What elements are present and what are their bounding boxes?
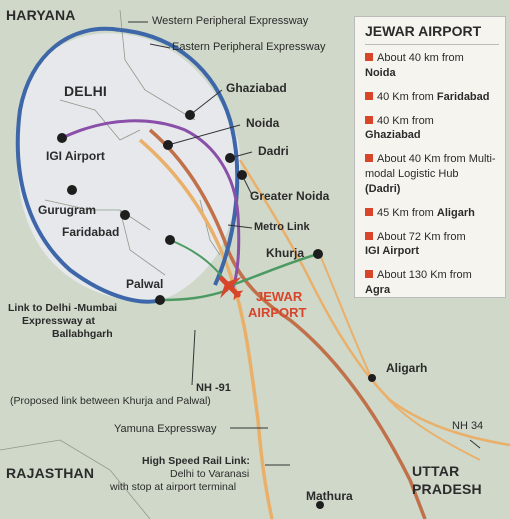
dot-ghaziabad (185, 110, 195, 120)
label-yamuna-expressway: Yamuna Expressway (114, 423, 217, 435)
label-khurja: Khurja (266, 246, 305, 260)
label-jewar-line1: JEWAR (256, 289, 303, 304)
western-peripheral-expressway (15, 26, 161, 304)
label-jewar-line2: AIRPORT (248, 305, 307, 320)
dot-mathura (316, 501, 324, 509)
orange-road-east (238, 159, 510, 447)
dot-khurja (313, 249, 323, 259)
label-ghaziabad: Ghaziabad (226, 81, 287, 95)
red-square-icon (365, 207, 373, 216)
label-faridabad: Faridabad (62, 225, 120, 239)
red-square-icon (365, 154, 373, 163)
dot-noida (163, 140, 173, 150)
label-link-delhi-mumbai-1: Link to Delhi -Mumbai (8, 302, 118, 314)
label-nh91: NH -91 (196, 382, 231, 394)
label-eastern-peripheral: Eastern Peripheral Expressway (172, 41, 326, 53)
label-dadri: Dadri (258, 144, 289, 158)
label-link-delhi-mumbai-3: Ballabhgarh (52, 328, 113, 340)
dot-greater-noida (237, 170, 247, 180)
legend-item: 45 Km from Aligarh (365, 206, 499, 221)
label-link-delhi-mumbai-2: Expressway at (22, 315, 95, 327)
region-up-line2: PRADESH (412, 481, 482, 497)
label-greater-noida: Greater Noida (250, 189, 330, 203)
dot-aligarh (368, 374, 376, 382)
dot-igi-airport (57, 133, 67, 143)
label-aligarh: Aligarh (386, 361, 428, 375)
dot-faridabad (120, 210, 130, 220)
legend-title: JEWAR AIRPORT (365, 23, 499, 45)
label-hsr-2: Delhi to Varanasi (170, 468, 250, 480)
label-mathura: Mathura (306, 489, 353, 503)
city-dots (57, 110, 376, 509)
dot-dadri (225, 153, 235, 163)
label-western-peripheral: Western Peripheral Expressway (152, 15, 309, 27)
label-nh91-note: (Proposed link between Khurja and Palwal… (10, 395, 211, 407)
region-delhi: DELHI (64, 83, 107, 99)
yamuna-expressway-line (138, 138, 274, 519)
region-haryana: HARYANA (6, 7, 76, 23)
region-rajasthan: RAJASTHAN (6, 465, 95, 481)
legend-item: 40 Km from Faridabad (365, 90, 499, 105)
high-speed-rail-line (148, 128, 427, 519)
dot-gurugram (67, 185, 77, 195)
district-borders (0, 9, 221, 519)
label-gurugram: Gurugram (38, 203, 97, 217)
red-square-icon (365, 270, 373, 279)
link-palwal-jewar (159, 288, 229, 302)
label-igi-airport: IGI Airport (46, 149, 105, 163)
label-palwal: Palwal (126, 277, 164, 291)
red-square-icon (365, 91, 373, 100)
dot-palwal (155, 295, 165, 305)
label-hsr-1: High Speed Rail Link: (142, 455, 250, 467)
region-up-line1: UTTAR (412, 463, 460, 479)
red-square-icon (365, 115, 373, 124)
link-jewar-khurja (231, 252, 319, 287)
metro-link-line (61, 119, 241, 291)
label-hsr-3: with stop at airport terminal (110, 481, 237, 493)
legend-item: About 40 Km from Multi-modal Logistic Hu… (365, 153, 496, 195)
red-square-icon (365, 231, 373, 240)
dot-ballabhgarh (165, 235, 175, 245)
eastern-peripheral-expressway (119, 28, 240, 286)
red-square-icon (365, 53, 373, 61)
label-nh34: NH 34 (452, 420, 484, 432)
label-metro-link: Metro Link (254, 221, 310, 233)
delhi-ncr-area (17, 33, 241, 301)
label-noida: Noida (246, 116, 280, 130)
